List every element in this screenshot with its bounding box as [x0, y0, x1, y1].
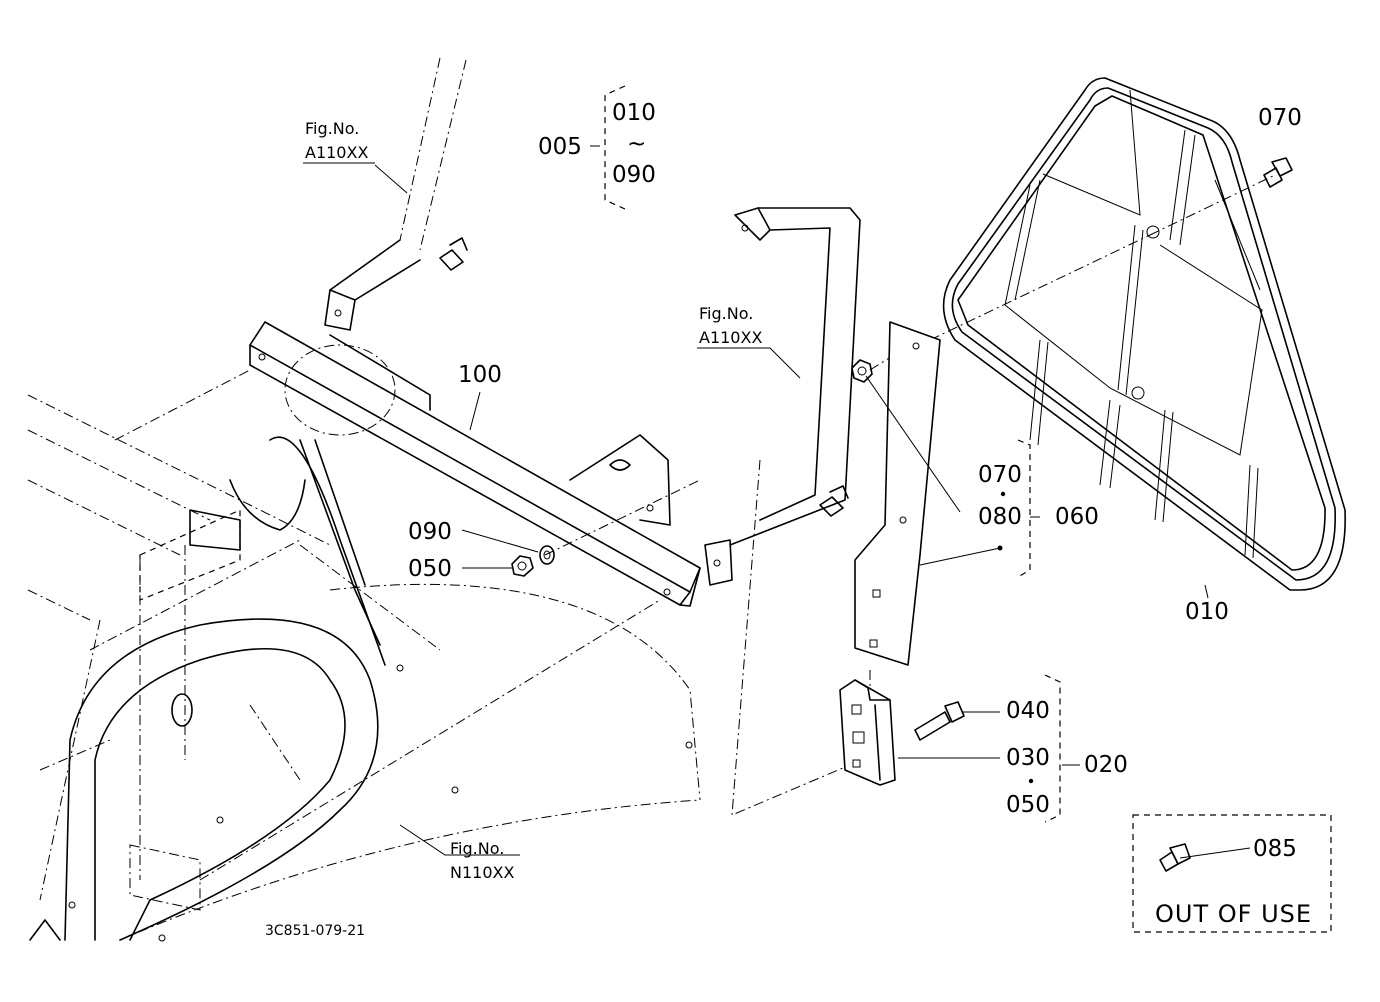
frame-tube [29, 436, 693, 942]
label-090-range-end: 090 [612, 162, 656, 188]
label-range-tilde: ~ [627, 131, 646, 157]
label-090: 090 [408, 519, 452, 545]
label-005: 005 [538, 134, 582, 160]
label-050-right: 050 [1006, 792, 1050, 818]
fig-ref-a110-mid-line2: A110XX [699, 328, 762, 347]
out-of-use-box [1132, 814, 1332, 933]
label-070-mid: 070 [978, 462, 1022, 488]
fig-ref-n110: Fig.No. N110XX [450, 839, 514, 882]
projection-lines [544, 174, 1276, 816]
fig-ref-n110-line2: N110XX [450, 863, 514, 882]
label-010-range-start: 010 [612, 100, 656, 126]
leader-lines [374, 145, 1251, 859]
washers [511, 545, 555, 577]
label-070-top: 070 [1258, 105, 1302, 131]
reflector-plate [851, 321, 941, 666]
fig-ref-n110-line1: Fig.No. [450, 839, 504, 858]
drawing-id: 3C851-079-21 [265, 923, 365, 939]
label-100: 100 [458, 362, 502, 388]
clamp-020 [839, 679, 965, 786]
label-040: 040 [1006, 698, 1050, 724]
fig-ref-a110-mid-line1: Fig.No. [699, 304, 753, 323]
fig-ref-a110-top-line1: Fig.No. [305, 119, 359, 138]
label-085: 085 [1253, 836, 1297, 862]
reflector-010 [942, 77, 1346, 591]
out-of-use-text: OUT OF USE [1155, 900, 1312, 928]
group-braces [604, 85, 1061, 823]
fig-ref-a110-top-line2: A110XX [305, 143, 368, 162]
label-020: 020 [1084, 752, 1128, 778]
chassis-outline [27, 369, 701, 941]
label-030: 030 [1006, 745, 1050, 771]
fig-ref-a110-top: Fig.No. A110XX [303, 119, 375, 164]
label-080: 080 [978, 504, 1022, 530]
label-060: 060 [1055, 504, 1099, 530]
label-010: 010 [1185, 599, 1229, 625]
fig-ref-a110-mid: Fig.No. A110XX [697, 304, 770, 349]
right-upper-bracket [704, 207, 861, 586]
label-050-left: 050 [408, 556, 452, 582]
left-upper-bracket [324, 57, 468, 331]
bar-100 [249, 321, 701, 607]
